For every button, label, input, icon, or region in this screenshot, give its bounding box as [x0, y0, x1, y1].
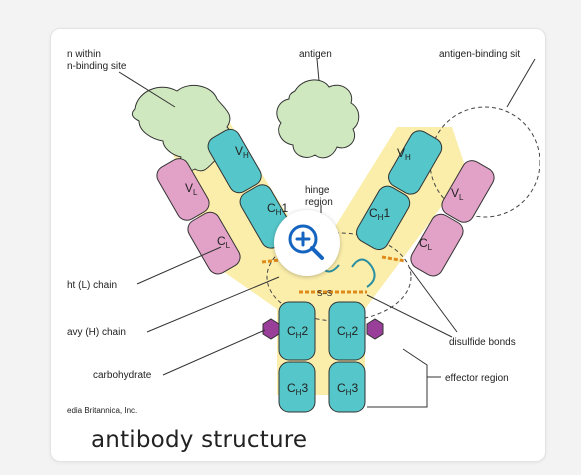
ss-label-center: S–S [317, 289, 332, 298]
image-caption: antibody structure [91, 427, 307, 453]
antigen-within-site-label: n within [67, 49, 101, 60]
zoom-in-icon [274, 210, 340, 276]
antigen-center-shape [277, 80, 359, 158]
effector-region-label: effector region [445, 373, 509, 384]
carbohydrate-label: carbohydrate [93, 370, 152, 381]
light-chain-label: ht (L) chain [67, 280, 117, 291]
antigen-label: antigen [299, 49, 332, 60]
hinge-region-label: hinge [305, 185, 330, 196]
antigen-binding-site-label: antigen-binding sit [439, 49, 520, 60]
disulfide-bonds-label: disulfide bonds [449, 337, 516, 348]
hinge-region-label-2: region [305, 197, 333, 208]
vh-label-left: VH [235, 144, 249, 160]
antigen-within-site-label-2: n-binding site [67, 61, 127, 72]
carbohydrate-right [367, 319, 383, 339]
credit-label: edia Britannica, Inc. [67, 406, 137, 415]
heavy-chain-label: avy (H) chain [67, 327, 126, 338]
zoom-button[interactable] [274, 210, 340, 276]
carbohydrate-left [263, 319, 279, 339]
image-card[interactable]: VL CL VH CH1 VH CH1 VL CL CH2 CH2 CH3 CH… [50, 28, 546, 462]
